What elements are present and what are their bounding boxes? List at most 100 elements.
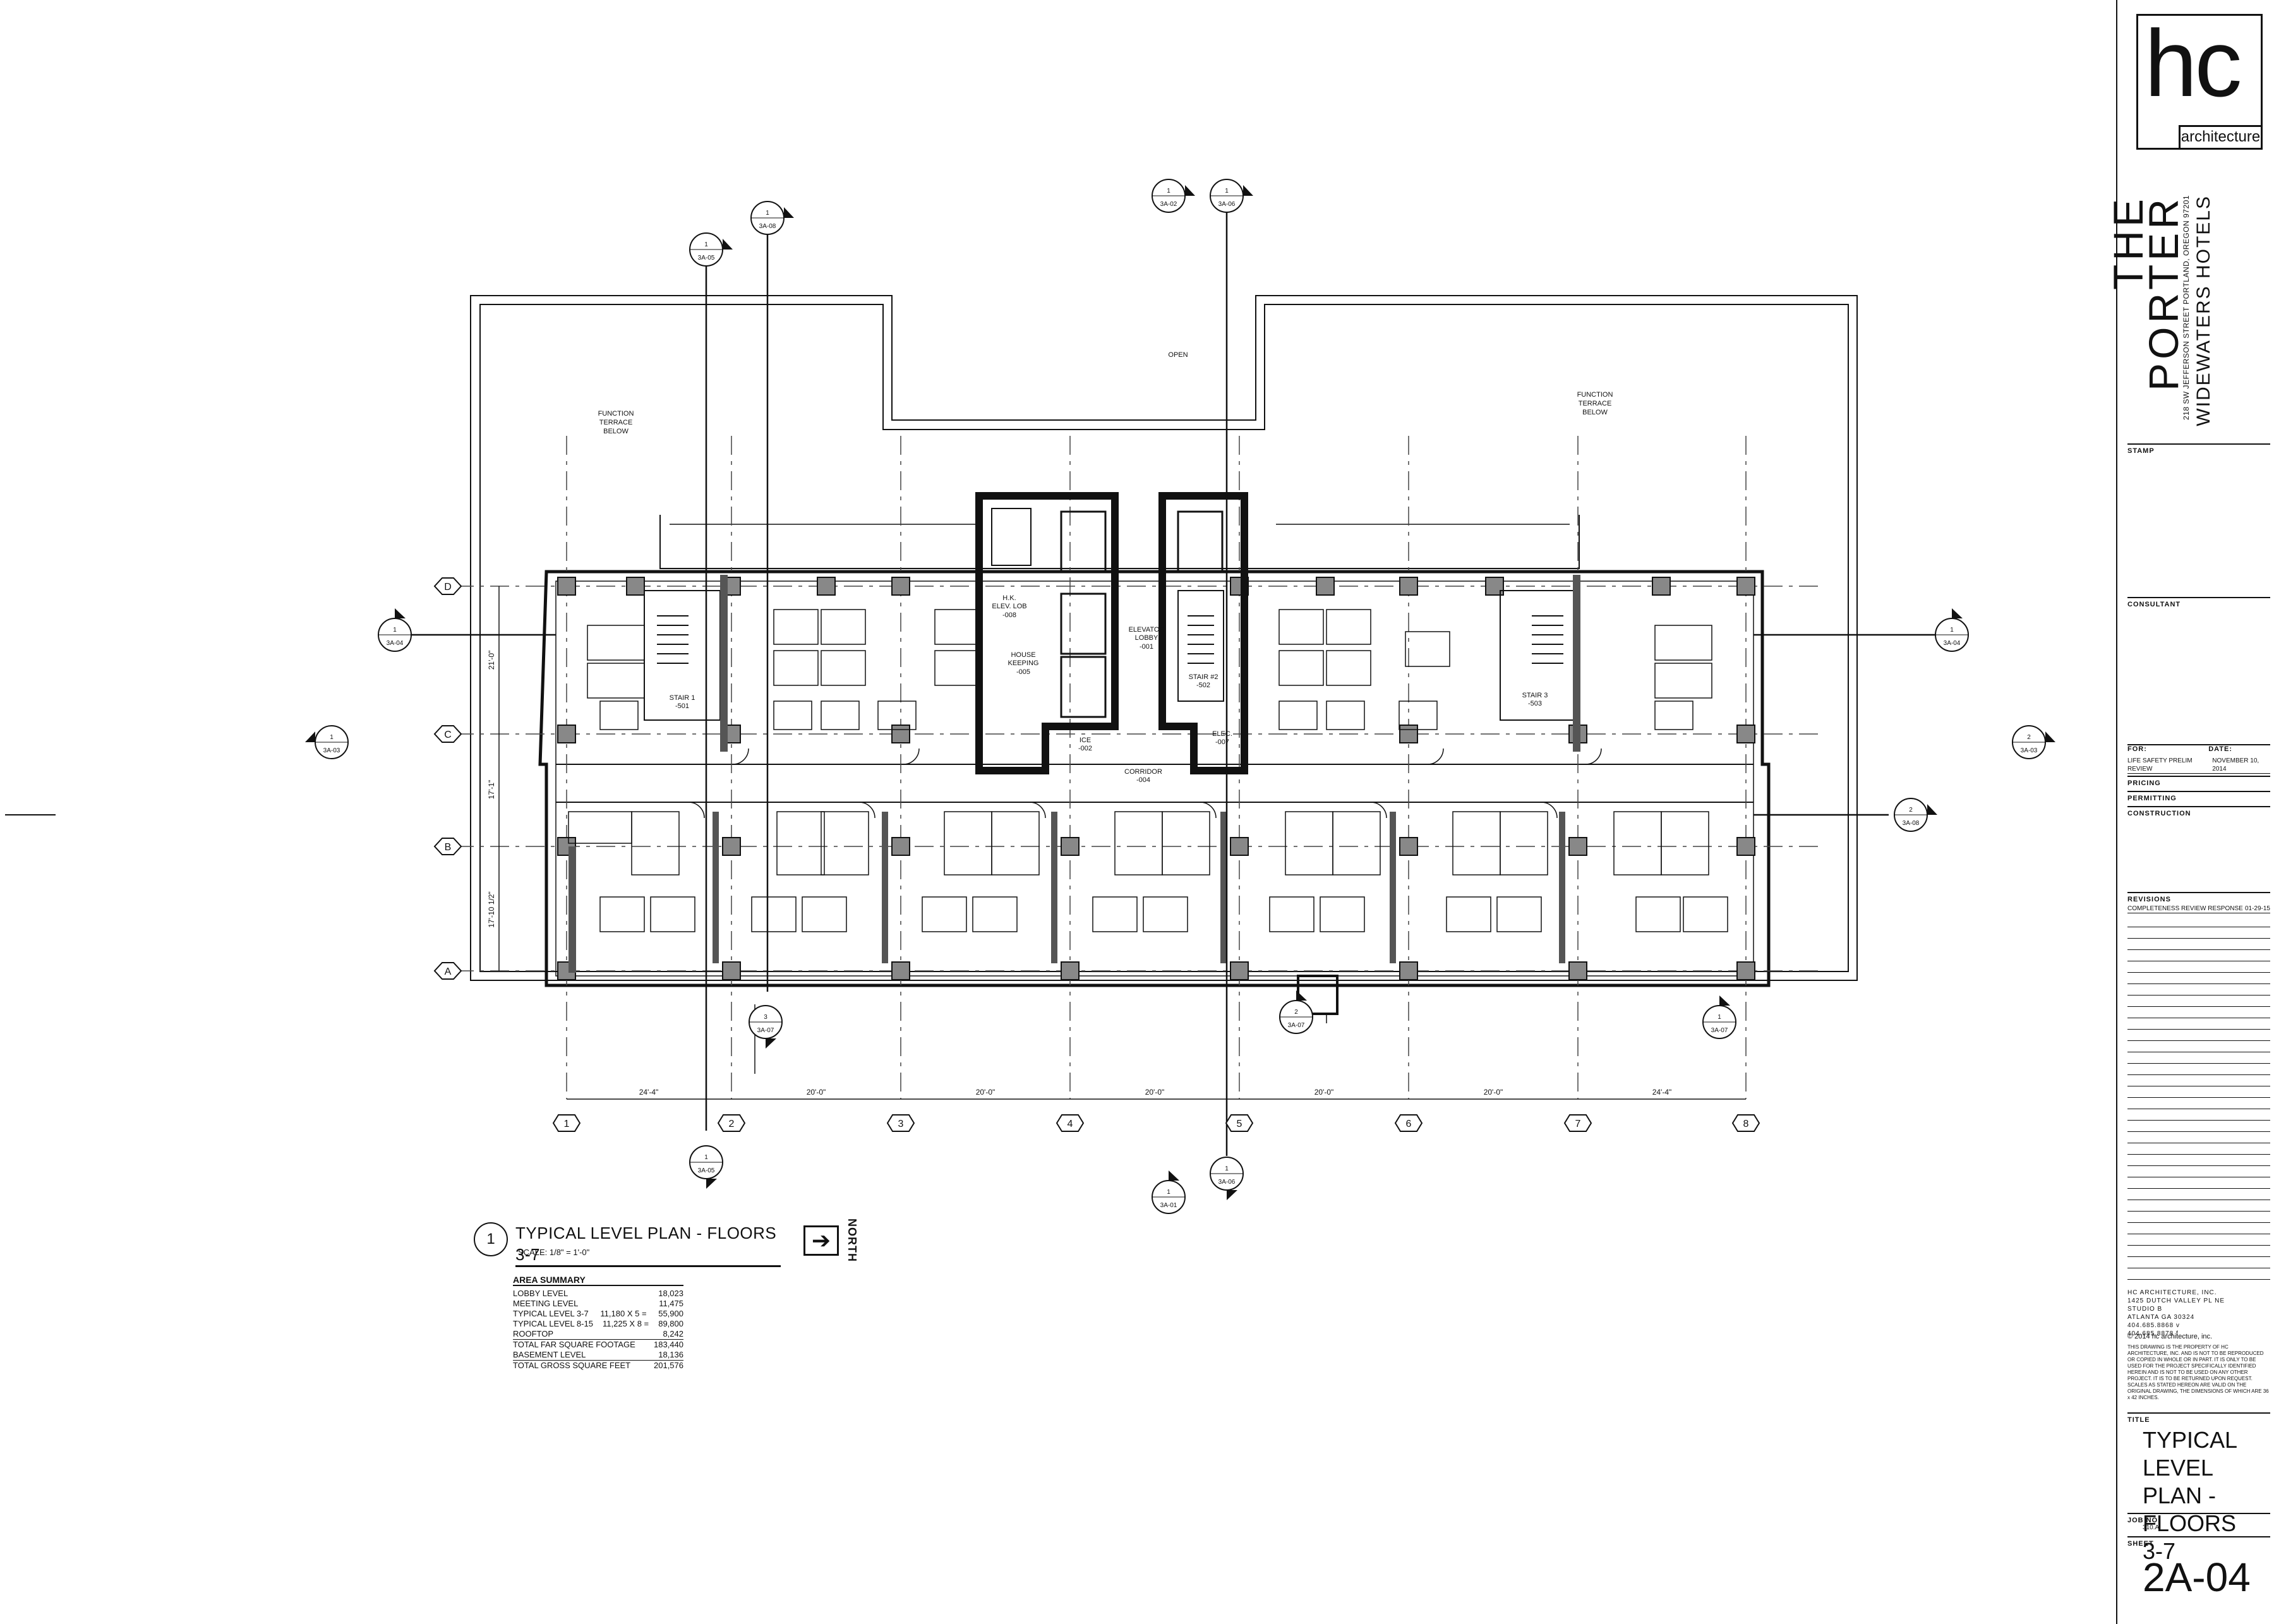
floor-plan-drawing: 24'-4" 20'-0" 20'-0" 20'-0" 20'-0" 20'-0… (5, 179, 2055, 1214)
stamp-label: STAMP (2127, 447, 2155, 455)
drawing-number-bubble: 1 (474, 1222, 508, 1256)
grid-row-d: D (444, 582, 452, 592)
label-elevator-lobby-1: ELEVATOR (1129, 626, 1165, 634)
row-dim-1: 21'-0" (487, 651, 496, 670)
area-row: TOTAL FAR SQUARE FOOTAGE 183,440 (513, 1340, 683, 1350)
grid-col-4: 4 (1068, 1119, 1073, 1129)
revisions-label: REVISIONS (2127, 896, 2171, 903)
issue-date: NOVEMBER 10, 2014 (2212, 757, 2259, 773)
label-terrace-left-2: TERRACE (599, 419, 633, 426)
disclaimer: THIS DRAWING IS THE PROPERTY OF HC ARCHI… (2127, 1344, 2269, 1400)
callout-13-num: 1 (704, 1154, 708, 1161)
label-ice-1: ICE (1080, 737, 1091, 744)
area-row-calc: 11,180 X 5 = (600, 1309, 647, 1318)
label-house-keeping-2: KEEPING (1008, 659, 1039, 667)
label-elec-1: ELEC. (1212, 730, 1232, 738)
callout-2-ref: 3A-08 (759, 223, 776, 230)
label-stair1-1: STAIR 1 (670, 694, 695, 702)
callout-15-ref: 3A-01 (1160, 1202, 1177, 1209)
grid-col-8: 8 (1743, 1119, 1749, 1129)
sheet-title-line-2: PLAN - FLOORS (2143, 1483, 2237, 1536)
building-core (975, 492, 1248, 774)
label-ice-2: -002 (1078, 745, 1092, 752)
callout-11-num: 2 (1294, 1009, 1298, 1016)
drawing-number: 1 (486, 1230, 495, 1248)
sheet-label: SHEET (2127, 1540, 2154, 1548)
area-row-label: BASEMENT LEVEL (513, 1350, 586, 1359)
callout-9-num: 2 (1909, 807, 1913, 814)
construction-label: CONSTRUCTION (2127, 810, 2191, 817)
issue-name: LIFE SAFETY PRELIM REVIEW (2127, 757, 2193, 773)
label-stair2-2: -502 (1196, 682, 1210, 689)
firm-studio: STUDIO B (2127, 1306, 2163, 1313)
room-bays-south (568, 811, 1728, 932)
grid-col-5: 5 (1237, 1119, 1242, 1129)
callout-6-num: 1 (1950, 627, 1954, 634)
callout-1-num: 1 (704, 241, 708, 248)
label-stair1-2: -501 (675, 702, 689, 710)
callout-5-num: 1 (393, 627, 397, 634)
callout-6-ref: 3A-04 (1944, 640, 1961, 647)
firm-city: ATLANTA GA 30324 (2127, 1314, 2195, 1321)
for-label: FOR: (2127, 745, 2147, 753)
north-arrow-icon: ➔ (803, 1225, 839, 1256)
permitting-label: PERMITTING (2127, 795, 2177, 802)
callout-3-ref: 3A-02 (1160, 201, 1177, 208)
grid-row-b: B (445, 842, 452, 853)
drawing-scale: SCALE: 1/8" = 1'-0" (518, 1248, 590, 1257)
grid-col-2: 2 (729, 1119, 735, 1129)
area-row-value: 183,440 (654, 1340, 683, 1349)
building-outline (538, 570, 1771, 987)
label-house-keeping-3: -005 (1016, 668, 1030, 676)
firm-address: 1425 DUTCH VALLEY PL NE (2127, 1297, 2225, 1304)
callout-10-num: 3 (764, 1014, 767, 1021)
area-row-value: 11,475 (659, 1299, 683, 1308)
sheet-title-line-3: 3-7 (2143, 1538, 2176, 1564)
area-row-label: TOTAL FAR SQUARE FOOTAGE (513, 1340, 635, 1349)
label-elevator-lobby-3: -001 (1140, 643, 1153, 651)
grid-row-a: A (445, 966, 452, 977)
callout-7-ref: 3A-03 (323, 747, 340, 754)
title-label: TITLE (2127, 1416, 2150, 1424)
label-stair3-1: STAIR 3 (1522, 692, 1548, 699)
client-name: WIDEWATERS HOTELS (2193, 195, 2214, 426)
col-dim-1: 24'-4" (639, 1088, 659, 1097)
copyright: © 2014 hc architecture, inc. (2127, 1333, 2213, 1340)
row-dim-2: 17'-1" (487, 780, 496, 800)
label-hk-elev-3: -008 (1002, 611, 1016, 619)
label-terrace-right-2: TERRACE (1579, 400, 1612, 407)
firm-phone: 404.685.8868 v (2127, 1322, 2180, 1329)
callout-10-ref: 3A-07 (757, 1027, 774, 1034)
logo-subtext: architecture (2179, 125, 2261, 148)
callout-8-num: 2 (2027, 734, 2031, 741)
callout-13-ref: 3A-05 (698, 1167, 715, 1174)
drawing-title: TYPICAL LEVEL PLAN - FLOORS 3-7 (515, 1222, 781, 1267)
label-elevator-lobby-2: LOBBY (1135, 634, 1158, 642)
callout-7-num: 1 (330, 734, 334, 741)
area-row-value: 18,136 (658, 1350, 683, 1359)
label-corridor-2: -004 (1136, 776, 1150, 784)
callout-8-ref: 3A-03 (2021, 747, 2038, 754)
col-dim-7: 24'-4" (1652, 1088, 1672, 1097)
date-label: DATE: (2208, 745, 2232, 753)
grid-col-3: 3 (898, 1119, 904, 1129)
grid-row-c: C (444, 730, 452, 740)
label-elec-2: -007 (1215, 738, 1229, 746)
revision-1-date: 01-29-15 (2244, 905, 2270, 912)
area-row-label: ROOFTOP (513, 1329, 554, 1338)
grid-col-6: 6 (1406, 1119, 1412, 1129)
area-row-value: 55,900 (658, 1309, 683, 1318)
col-dim-6: 20'-0" (1484, 1088, 1503, 1097)
label-hk-elev-2: ELEV. LOB (992, 603, 1026, 610)
revision-table (2127, 916, 2270, 1289)
callout-1-ref: 3A-05 (698, 255, 715, 262)
label-stair2-1: STAIR #2 (1189, 673, 1218, 681)
roof-outline (470, 295, 1858, 981)
revision-1-name: COMPLETENESS REVIEW RESPONSE (2127, 905, 2243, 912)
callout-4-num: 1 (1225, 188, 1229, 195)
area-row-value: 201,576 (654, 1361, 683, 1370)
label-house-keeping-1: HOUSE (1011, 651, 1035, 659)
callout-12-num: 1 (1718, 1014, 1721, 1021)
project-name: PORTER (2140, 195, 2187, 391)
